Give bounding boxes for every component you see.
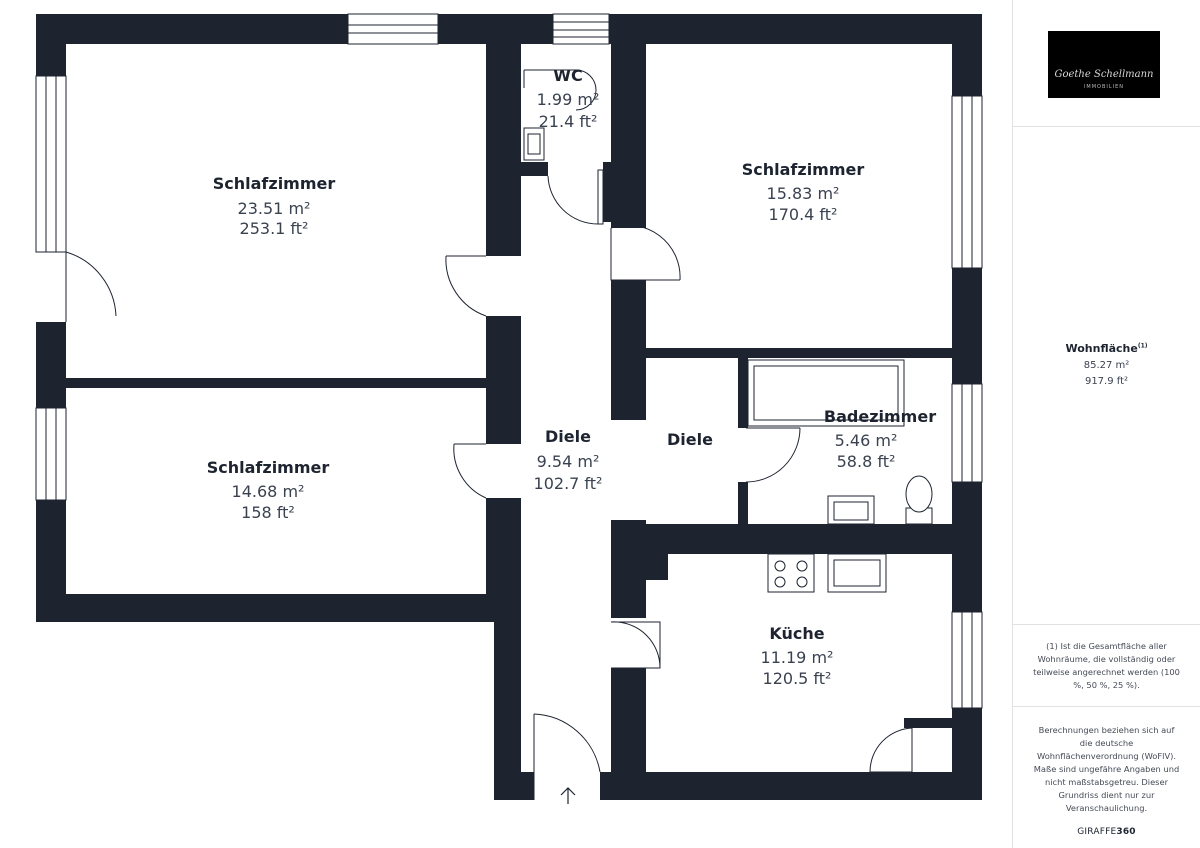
room-name: Küche <box>769 624 824 643</box>
room-area-m2: 14.68 m² <box>232 482 305 501</box>
stove-icon <box>767 553 815 593</box>
room-area-m2: 23.51 m² <box>238 199 311 218</box>
wohnflaeche-section: Wohnfläche(1) 85.27 m² 917.9 ft² <box>1013 342 1200 387</box>
disclaimer-text: Berechnungen beziehen sich auf die deuts… <box>1033 725 1180 813</box>
walls <box>36 14 982 800</box>
wohnflaeche-label: Wohnfläche <box>1065 342 1138 355</box>
room-area-m2: 1.99 m² <box>537 90 600 109</box>
room-area-m2: 9.54 m² <box>537 452 600 471</box>
room-area-ft2: 120.5 ft² <box>763 669 832 688</box>
wc-shower-icon <box>523 69 597 111</box>
company-logo: Goethe Schellmann IMMOBILIEN <box>1048 31 1160 98</box>
footnote-text: (1) Ist die Gesamtfläche aller Wohnräume… <box>1033 641 1180 690</box>
brand-bold: 360 <box>1116 827 1136 837</box>
room-labels: Schlafzimmer 23.51 m² 253.1 ft² Schlafzi… <box>207 66 936 688</box>
doors <box>65 169 913 800</box>
footnote-marker: (1) <box>1137 342 1148 350</box>
room-area-ft2: 158 ft² <box>241 503 295 522</box>
room-area-m2: 5.46 m² <box>835 431 898 450</box>
wohnflaeche-title: Wohnfläche(1) <box>1013 342 1200 355</box>
divider <box>1013 126 1200 127</box>
room-name: Badezimmer <box>824 407 936 426</box>
total-area-ft2: 917.9 ft² <box>1084 376 1129 387</box>
wc-basin-icon <box>523 127 545 161</box>
divider <box>1013 624 1200 625</box>
sink-icon <box>827 553 887 593</box>
room-area-m2: 11.19 m² <box>761 648 834 667</box>
windows <box>35 13 983 709</box>
room-name: Schlafzimmer <box>213 174 336 193</box>
logo-subtitle: IMMOBILIEN <box>1083 84 1125 90</box>
logo-script-text: Goethe Schellmann <box>1054 69 1154 80</box>
brand-light: GIRAFFE <box>1077 827 1117 837</box>
room-name: Schlafzimmer <box>742 160 865 179</box>
disclaimer-section: Berechnungen beziehen sich auf die deuts… <box>1013 724 1200 837</box>
room-name: WC <box>553 66 582 85</box>
brand-label: GIRAFFE360 <box>1013 827 1200 837</box>
room-area-ft2: 253.1 ft² <box>240 219 309 238</box>
room-area-ft2: 58.8 ft² <box>837 452 896 471</box>
arrow-up-icon <box>560 787 576 804</box>
room-name: Diele <box>667 430 713 449</box>
room-area-ft2: 21.4 ft² <box>539 112 598 131</box>
divider <box>1013 706 1200 707</box>
room-name: Schlafzimmer <box>207 458 330 477</box>
info-sidebar: Goethe Schellmann IMMOBILIEN Wohnfläche(… <box>1012 0 1200 848</box>
fixtures <box>523 69 933 593</box>
room-area-ft2: 170.4 ft² <box>769 205 838 224</box>
toilet-icon <box>905 475 933 525</box>
room-area-m2: 15.83 m² <box>767 184 840 203</box>
room-area-ft2: 102.7 ft² <box>534 474 603 493</box>
total-area-m2: 85.27 m² <box>1083 360 1130 371</box>
room-name: Diele <box>545 427 591 446</box>
floor-plan: Schlafzimmer 23.51 m² 253.1 ft² Schlafzi… <box>35 13 983 804</box>
